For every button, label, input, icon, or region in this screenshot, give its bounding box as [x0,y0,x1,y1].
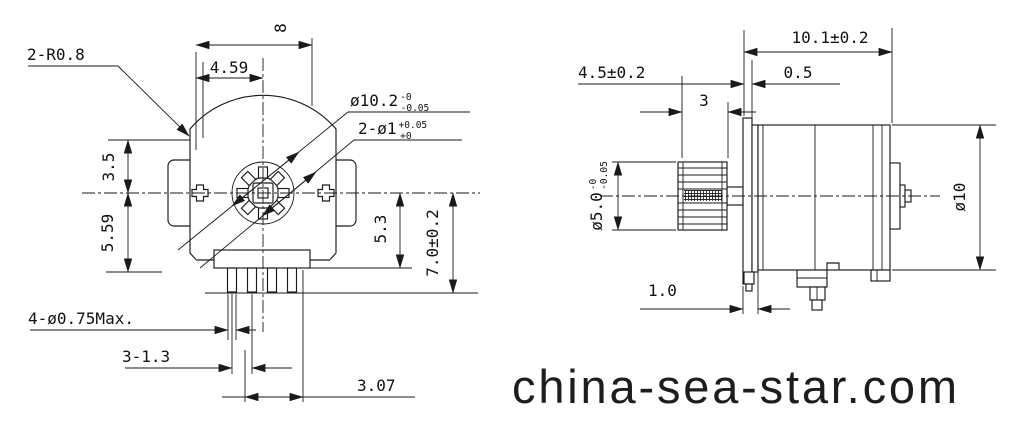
can-seam-lines [762,125,883,270]
dim-height-right-lower: 7.0±0.2 [423,209,442,276]
dim-height-right-upper: 5.3 [371,215,390,244]
gear-mesh-band [684,190,722,201]
side-rear-tab [870,269,891,282]
label-gear-diameter: ø10.2-0-0.05 [350,91,429,114]
dim-gear-face-width: 3 [699,91,709,110]
dim-gear-assembly-length: 4.5±0.2 [578,63,645,82]
terminal-pin [246,267,258,293]
side-view-drawing: 10.1±0.2 0.5 4.5±0.2 3 ø5.0-0-0.05 1.0 ø… [578,28,996,314]
dim-pin-offset: 3.07 [357,376,396,395]
label-pin-diameter: 4-ø0.75Max. [28,309,134,328]
side-dimension-lines [578,47,985,314]
dim-height-upper: 3.5 [99,153,118,182]
label-corner-radius: 2-R0.8 [27,45,85,64]
motor-can [757,124,891,271]
dim-width-overall: 8 [271,23,290,33]
dim-plate-thickness: 0.5 [784,63,813,82]
front-view-drawing: 2-R0.8 8 4.59 3.5 5.59 ø10.2-0-0.05 2-ø1… [27,23,480,402]
dim-flange-thickness: 1.0 [648,281,677,300]
plate-foot-tip [745,283,753,292]
label-gear-od-side: ø5.0-0-0.05 [587,161,610,231]
can-bottom-notch [826,262,840,270]
terminal-pin [266,267,278,293]
front-dimension-lines [30,40,458,402]
website-watermark: china-sea-star.com [512,360,957,413]
terminal-pin [226,267,238,293]
terminal-pin [286,267,298,293]
dim-width-inner: 4.59 [210,58,249,77]
label-mount-holes: 2-ø1+0.05+0 [358,119,427,142]
terminal-block [213,249,311,269]
spacer-plate [751,124,759,273]
dim-body-diameter: ø10 [950,183,969,212]
side-extension-lines [612,28,996,314]
front-extension-lines [106,38,478,402]
mounting-plate [742,117,753,285]
plate-foot-tab [743,271,755,285]
front-leader-lines [28,65,470,269]
dim-height-lower: 5.59 [98,214,117,253]
label-pin-pitch: 3-1.3 [122,347,170,366]
dim-length-overall: 10.1±0.2 [791,28,868,47]
side-connector [796,269,828,311]
terminal-pins [226,267,298,293]
